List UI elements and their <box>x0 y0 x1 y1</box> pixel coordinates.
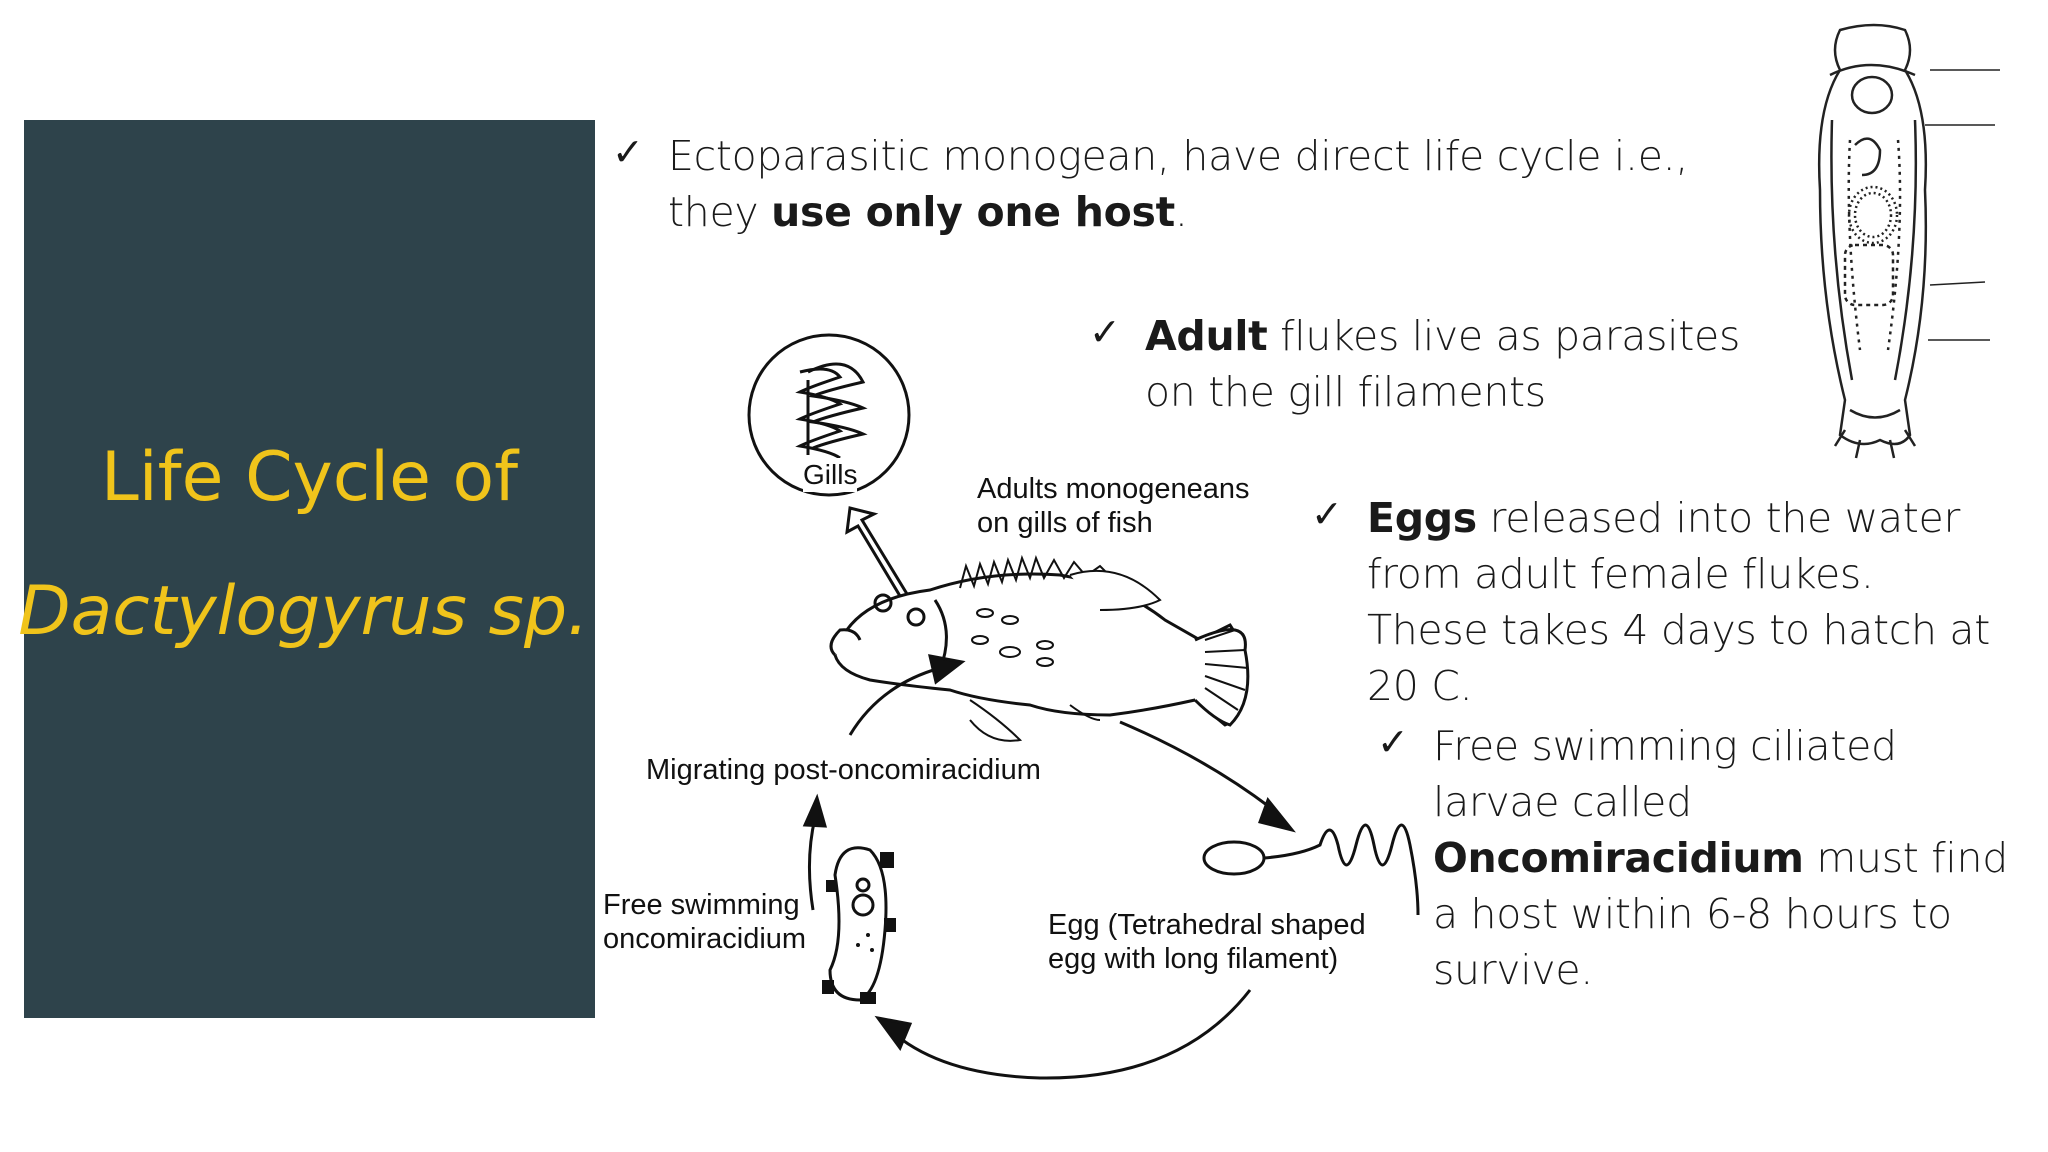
check-icon: ✓ <box>1311 492 1343 536</box>
check-icon: ✓ <box>1377 720 1409 764</box>
arrow-egg-to-larva <box>874 989 1252 1080</box>
check-icon: ✓ <box>1089 310 1121 354</box>
larva-illustration <box>822 846 896 1004</box>
gills-inset-icon <box>747 333 911 497</box>
bullet-4-end: must find a host within 6-8 hours to sur… <box>1433 834 2008 994</box>
label-egg: Egg (Tetrahedral shaped egg with long fi… <box>1048 909 1366 975</box>
bullet-2-text: flukes live as parasites on the gill fil… <box>1145 312 1741 416</box>
slide-title-line2: Dactylogyrus sp. <box>18 572 589 651</box>
bullet-4-text: Free swimming ciliated larvae called <box>1433 722 1897 826</box>
fish-illustration <box>829 554 1250 742</box>
arrow-larva-to-migrating <box>802 793 828 911</box>
bullet-1-text: Ectoparasitic monogean, have direct life… <box>668 132 1689 236</box>
label-gills: Gills <box>803 458 858 492</box>
slide-title-line1: Life Cycle of <box>100 438 519 517</box>
check-icon: ✓ <box>612 130 644 174</box>
label-free-swimming: Free swimming oncomiracidium <box>603 889 807 955</box>
bullet-2: ✓ Adult flukes live as parasites on the … <box>1089 308 1795 420</box>
arrow-migrating-to-fish <box>848 654 966 736</box>
egg-illustration <box>1202 823 1420 916</box>
title-panel: Life Cycle of Dactylogyrus sp. <box>18 120 595 1018</box>
bullet-3-bold: Eggs <box>1367 494 1477 542</box>
bullet-1-bold: use only one host <box>771 188 1175 236</box>
bullet-3-text: released into the water from adult femal… <box>1367 494 1991 710</box>
fluke-illustration <box>1817 23 2000 459</box>
label-migrating: Migrating post-oncomiracidium <box>646 754 1041 786</box>
label-adults: Adults monogeneans on gills of fish <box>977 473 1250 539</box>
bullet-4: ✓ Free swimming ciliated larvae called O… <box>1377 718 2033 998</box>
bullet-1: ✓ Ectoparasitic monogean, have direct li… <box>612 128 1748 240</box>
bullet-2-bold: Adult <box>1145 312 1268 360</box>
arrow-fish-to-egg <box>1119 720 1296 833</box>
bullet-1-end: . <box>1174 188 1188 236</box>
bullet-4-bold: Oncomiracidium <box>1433 834 1804 882</box>
bullet-3: ✓ Eggs released into the water from adul… <box>1311 490 2007 714</box>
